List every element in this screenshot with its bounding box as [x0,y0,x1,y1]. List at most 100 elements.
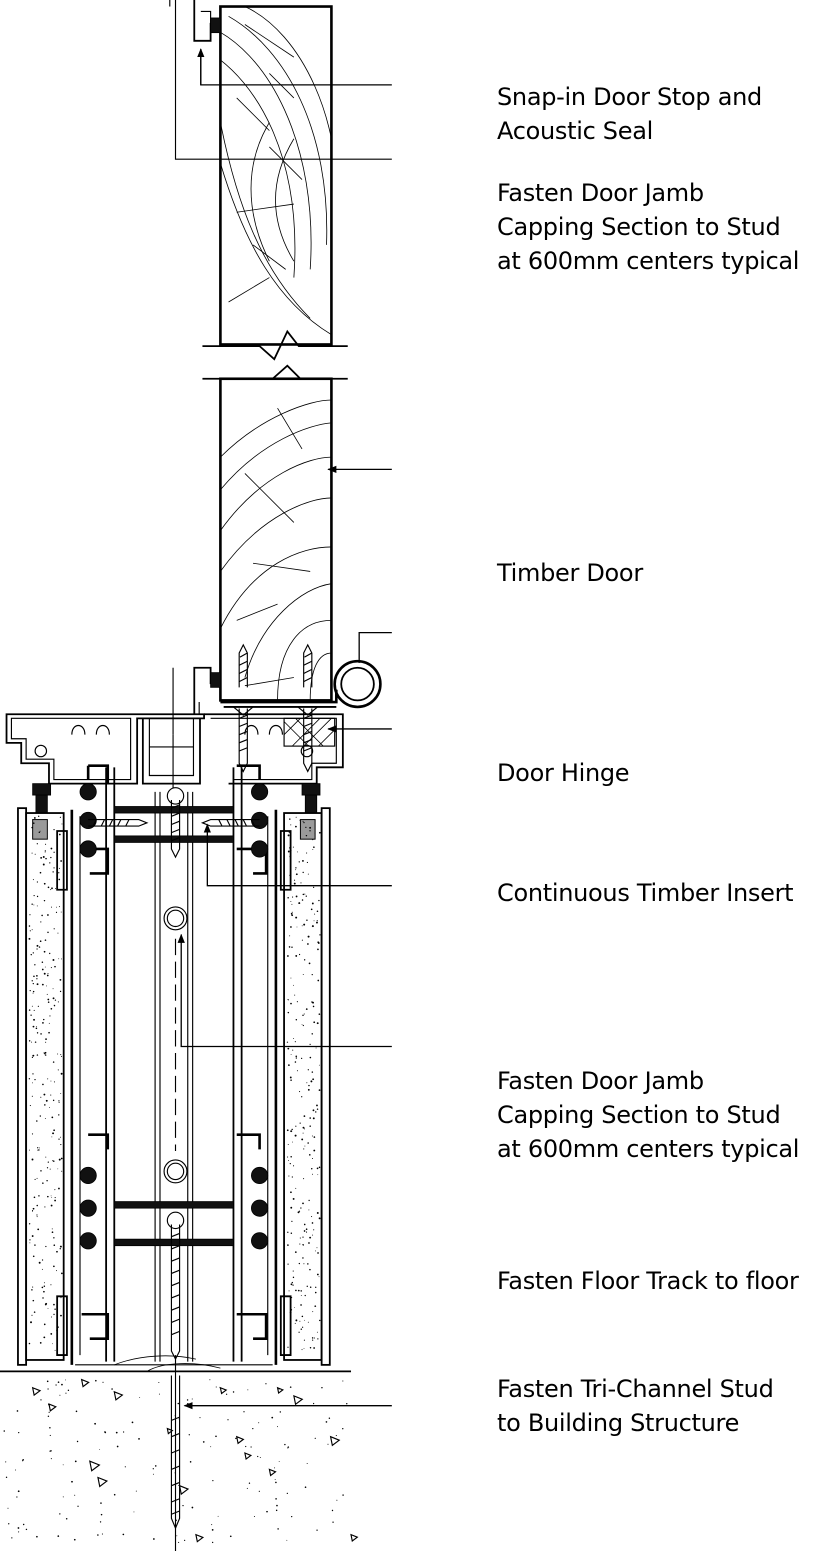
speckle-dot [28,937,31,940]
speckle-dot [36,895,39,898]
speckle-dot [311,1071,314,1073]
aggregate-dot [62,1464,64,1466]
speckle-dot [307,873,309,875]
speckle-dot [317,948,319,951]
speckle-dot [43,1285,46,1287]
speckle-dot [53,851,55,853]
speckle-dot [306,1285,308,1287]
speckle-dot [33,1018,35,1021]
aggregate-dot [133,1511,135,1513]
speckle-dot [43,1052,45,1054]
speckle-dot [28,1009,31,1011]
speckle-dot [314,1305,317,1308]
aggregate-dot [286,1539,288,1541]
speckle-dot [292,1049,294,1051]
speckle-dot [31,1158,34,1161]
label-door-hinge: Door Hinge [497,756,630,790]
aggregate-stone [293,1394,304,1406]
speckle-dot [59,990,62,993]
speckle-dot [52,1132,55,1135]
speckle-dot [60,860,63,862]
speckle-dot [42,863,45,866]
aggregate-dot [135,1490,137,1492]
aggregate-dot [274,1479,276,1480]
speckle-dot [55,911,58,913]
speckle-dot [58,1158,61,1161]
aggregate-dot [17,1527,20,1529]
speckle-dot [298,953,301,956]
speckle-dot [42,1182,44,1184]
speckle-dot [312,1078,315,1081]
speckle-dot [289,1163,291,1165]
speckle-dot [295,873,298,876]
speckle-dot [299,1243,301,1245]
speckle-dot [295,869,297,871]
speckle-dot [300,1290,302,1292]
aggregate-dot [152,1538,155,1540]
speckle-dot [309,1286,312,1288]
aggregate-dot [246,1487,248,1489]
speckle-dot [290,1191,292,1194]
aggregate-stone [48,1403,57,1412]
speckle-dot [312,849,314,850]
speckle-dot [305,1008,308,1010]
speckle-dot [32,1025,35,1028]
speckle-dot [56,1250,58,1253]
speckle-dot [43,1018,45,1021]
speckle-dot [58,906,60,908]
speckle-dot [288,831,291,833]
speckle-dot [298,861,300,863]
speckle-dot [52,1061,55,1063]
speckle-dot [43,950,46,953]
speckle-dot [36,1216,38,1218]
speckle-dot [304,1294,306,1297]
speckle-dot [303,1178,305,1180]
speckle-dot [316,1104,318,1107]
speckle-dot [42,1297,44,1299]
speckle-dot [39,830,41,832]
speckle-dot [47,973,49,975]
speckle-dot [53,928,55,930]
speckle-dot [44,1054,47,1056]
speckle-dot [32,1073,34,1075]
speckle-dot [52,871,54,873]
speckle-dot [297,1211,300,1214]
speckle-dot [287,1346,289,1348]
speckle-dot [312,1311,314,1313]
speckle-dot [294,1251,297,1253]
speckle-dot [288,1064,290,1066]
speckle-dot [60,911,62,913]
speckle-dot [44,843,47,845]
speckle-dot [303,1223,306,1226]
aggregate-dot [139,1397,141,1398]
speckle-dot [303,1013,305,1015]
speckle-dot [31,929,33,931]
speckle-dot [316,1108,319,1110]
speckle-dot [308,962,311,965]
speckle-dot [34,1244,36,1246]
speckle-dot [298,902,301,905]
speckle-dot [301,1138,304,1141]
aggregate-dot [40,1399,42,1401]
speckle-dot [40,1096,42,1098]
speckle-dot [313,1229,315,1231]
speckle-dot [306,852,308,854]
speckle-dot [300,1207,302,1209]
speckle-dot [302,1257,304,1259]
speckle-dot [42,1083,44,1086]
speckle-dot [309,1268,311,1271]
speckle-dot [311,1033,313,1035]
aggregate-dot [235,1437,237,1440]
speckle-dot [36,1025,38,1027]
speckle-dot [40,856,43,859]
aggregate-stone [244,1452,253,1461]
speckle-dot [290,1155,292,1158]
aggregate-dot [346,1403,348,1405]
speckle-dot [317,979,320,982]
speckle-dot [290,1002,292,1005]
aggregate-dot [276,1504,278,1507]
speckle-dot [289,874,291,876]
speckle-dot [47,1195,49,1198]
speckle-dot [51,1136,53,1138]
aggregate-dot [47,1415,50,1418]
